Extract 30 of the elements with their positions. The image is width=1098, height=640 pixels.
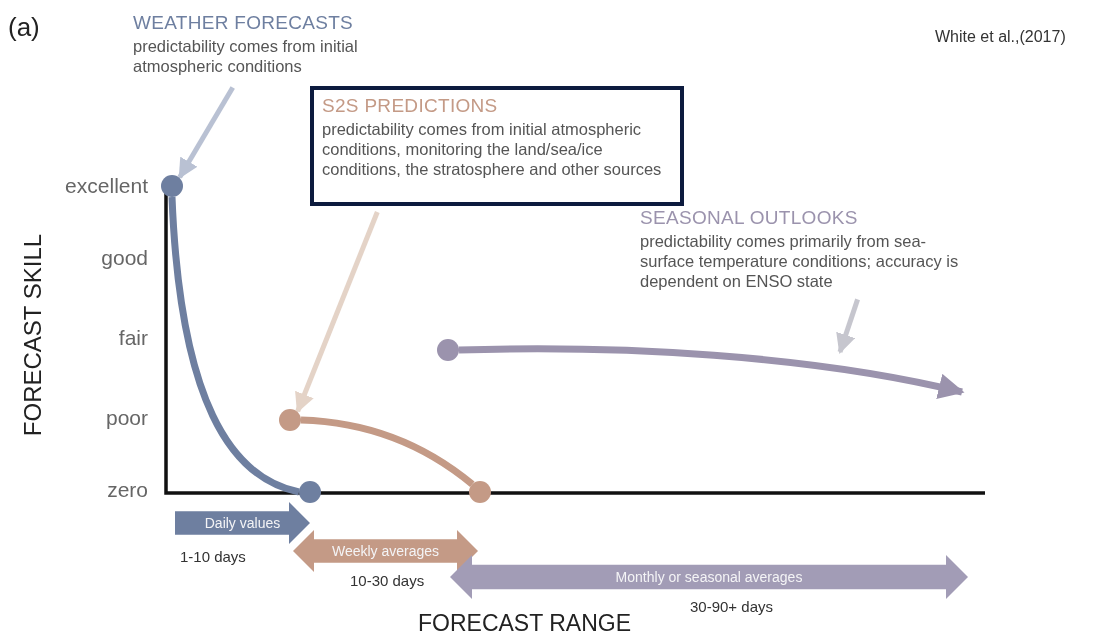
range-band-label: Daily values — [204, 515, 281, 531]
annotation-heading: S2S PREDICTIONS — [322, 95, 499, 117]
pointer-arrow — [177, 86, 235, 179]
data-point-dot — [469, 481, 491, 503]
citation: White et al.,(2017) — [935, 28, 1066, 46]
annotation-heading: SEASONAL OUTLOOKS — [640, 207, 859, 229]
annotation-text: predictability comes primarily from sea-surface temperature conditions; accuracy is dependent on ENSO state — [640, 231, 960, 292]
data-point-dot — [161, 175, 183, 197]
annotation-heading: WEATHER FORECASTS — [133, 12, 355, 34]
skill-curve — [168, 196, 300, 496]
axis-title: FORECAST SKILL — [19, 233, 47, 437]
range-label: 1-10 days — [180, 548, 246, 565]
pointer-arrow — [836, 298, 860, 354]
data-point-dot — [279, 409, 301, 431]
range-band-label: Weekly averages — [331, 543, 440, 559]
pointer-arrow — [295, 211, 380, 414]
skill-curve — [458, 345, 965, 400]
annotation-text: predictability comes from initial atmospheric conditions, monitoring the land/sea/ice conditions, the stratosphere and other sources — [322, 119, 663, 180]
tick-label: excellent — [64, 174, 148, 198]
skill-curve — [300, 416, 475, 488]
range-band-label: Monthly or seasonal averages — [615, 569, 803, 585]
callout-box — [310, 86, 684, 206]
panel-label: (a) — [8, 12, 40, 43]
annotation-text: predictability comes from initial atmospheric conditions — [133, 36, 359, 77]
range-label: 30-90+ days — [690, 598, 773, 615]
tick-label: zero — [106, 478, 148, 502]
data-point-dot — [437, 339, 459, 361]
data-point-dot — [299, 481, 321, 503]
range-label: 10-30 days — [350, 572, 425, 589]
axis-title: FORECAST RANGE — [418, 610, 631, 637]
